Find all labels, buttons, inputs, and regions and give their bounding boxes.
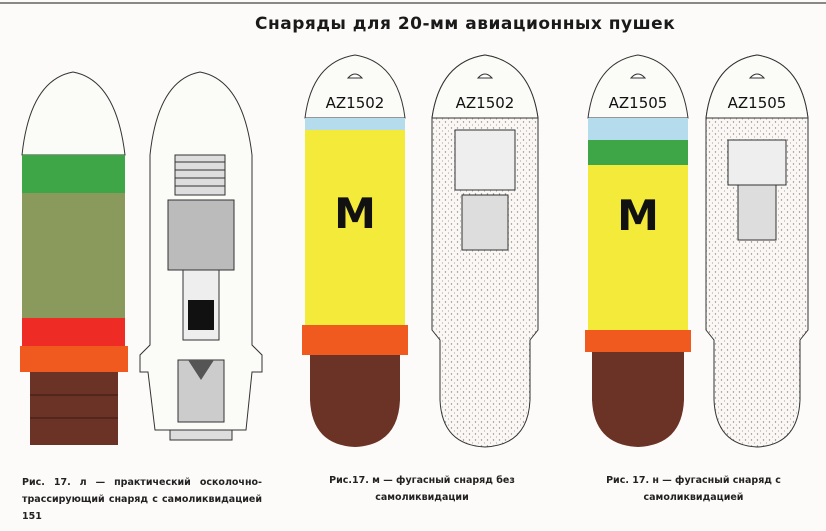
shell-illustrations: AZ1502 M AZ1502 AZ1505 M AZ1505: [20, 54, 809, 448]
caption-fig-17n: Рис. 17. н — фугасный снаряд с самоликви…: [606, 475, 781, 503]
marking-label: AZ1505: [609, 94, 668, 112]
marking-label: AZ1502: [456, 94, 515, 112]
shell-practice-tracer-cutaway: [139, 71, 263, 441]
marking-letter: M: [617, 191, 659, 240]
shell-practice-tracer: [20, 71, 128, 445]
page-title: Снаряды для 20-мм авиационных пушек: [255, 14, 676, 34]
marking-letter: M: [334, 189, 376, 238]
marking-label: AZ1505: [728, 94, 787, 112]
shell-he-sd-cutaway: AZ1505: [705, 54, 809, 448]
caption-fig-17m: Рис.17. м — фугасный снаряд без самоликв…: [329, 475, 515, 503]
page-top-rule: [0, 2, 826, 4]
marking-label: AZ1502: [326, 94, 385, 112]
caption-fig-17l: Рис. 17. л — практический осколочно-трас…: [22, 477, 262, 522]
shell-he-no-sd: AZ1502 M: [302, 54, 408, 447]
shell-he-no-sd-cutaway: AZ1502: [431, 54, 539, 448]
shell-he-sd: AZ1505 M: [585, 54, 691, 447]
